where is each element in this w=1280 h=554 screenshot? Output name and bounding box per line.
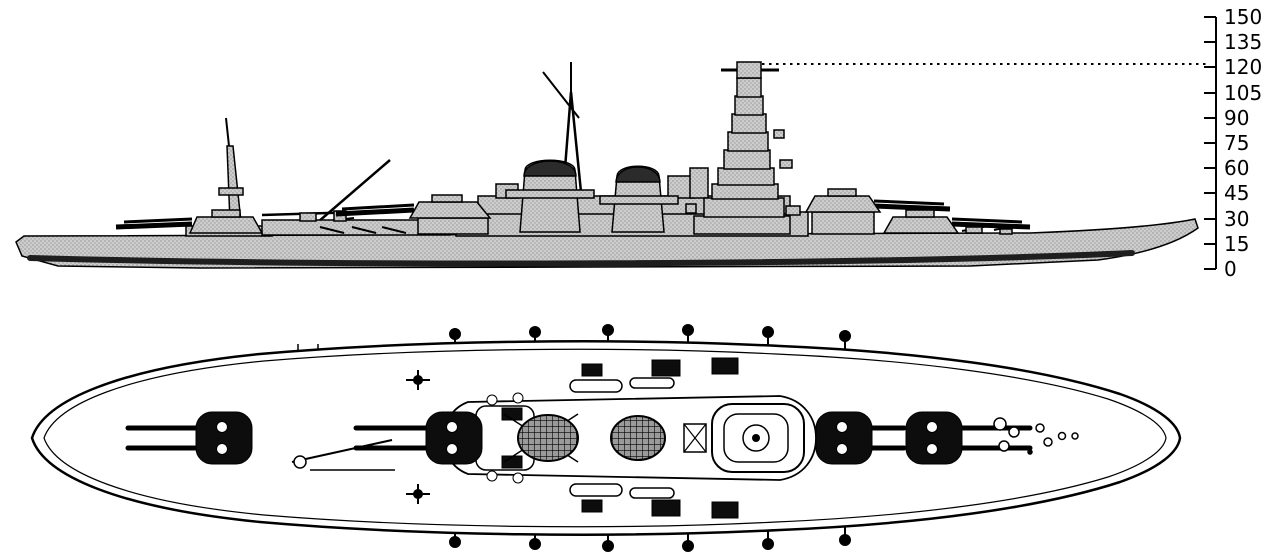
- scale-tick-45: 45: [1224, 181, 1249, 205]
- scale-tick-0: 0: [1224, 257, 1237, 281]
- stern-turret-plan: [125, 411, 253, 465]
- fo-deck-fitting: [965, 226, 983, 234]
- aft-superfiring-turret-plan: [353, 411, 483, 465]
- uptake-box-plan: [683, 423, 707, 453]
- deck-hatch: [581, 363, 603, 377]
- pagoda-bridge-tower: [685, 61, 801, 235]
- bow-capstans: [993, 417, 1079, 455]
- scale-tick-135: 135: [1224, 30, 1262, 54]
- bow-turret-side: [882, 209, 1031, 234]
- scale-tick-120: 120: [1224, 55, 1262, 79]
- deck-hatch: [711, 357, 739, 375]
- aa-mount: [512, 472, 524, 484]
- pagoda-plan: [711, 403, 805, 473]
- scale-tick-75: 75: [1224, 131, 1249, 155]
- aa-mount: [486, 394, 498, 406]
- scale-tick-60: 60: [1224, 156, 1249, 180]
- hull-side: [15, 218, 1199, 269]
- aft-funnel-plan: [610, 415, 666, 461]
- side-profile-view: [15, 61, 1199, 269]
- ship-boat: [629, 377, 675, 389]
- floatplane-symbol: [406, 370, 430, 390]
- bow-turret-plan: [905, 411, 1033, 465]
- scale-tick-15: 15: [1224, 232, 1249, 256]
- top-rangefinder: [736, 61, 762, 79]
- stern-turret-side: [115, 209, 264, 234]
- fore-funnel-plan: [517, 414, 579, 462]
- hull-plan-deck-line: [43, 348, 1167, 528]
- deck-hatch: [651, 359, 681, 377]
- deck-vent: [299, 212, 317, 222]
- ship-boat: [629, 487, 675, 499]
- aft-mast: [218, 117, 244, 223]
- hull-boot-topping: [27, 250, 1135, 267]
- fore-funnel: [505, 159, 595, 233]
- ship-boat: [569, 483, 623, 497]
- ship-boat: [569, 379, 623, 393]
- forward-superfiring-turret-plan: [815, 411, 907, 465]
- aft-superfiring-turret-side: [335, 194, 492, 235]
- floatplane-symbol: [406, 484, 430, 504]
- deckhouse-detail: [689, 167, 709, 199]
- scale-tick-150: 150: [1224, 5, 1262, 29]
- catapult-plan: [291, 439, 395, 471]
- fo-deck-fitting: [999, 228, 1013, 235]
- aa-mount: [486, 470, 498, 482]
- scale-tick-90: 90: [1224, 106, 1249, 130]
- scale-tick-105: 105: [1224, 81, 1262, 105]
- scale-tick-30: 30: [1224, 207, 1249, 231]
- aa-mount: [512, 392, 524, 404]
- forward-superfiring-turret-side: [804, 188, 951, 235]
- deck-hatch: [651, 499, 681, 517]
- plan-view: [30, 324, 1182, 552]
- aft-funnel: [599, 165, 679, 233]
- deck-hatch: [711, 501, 739, 519]
- height-scale: 150 135 120 105 90 75 60 45 30 15 0: [1204, 5, 1262, 281]
- deck-hatch: [581, 499, 603, 513]
